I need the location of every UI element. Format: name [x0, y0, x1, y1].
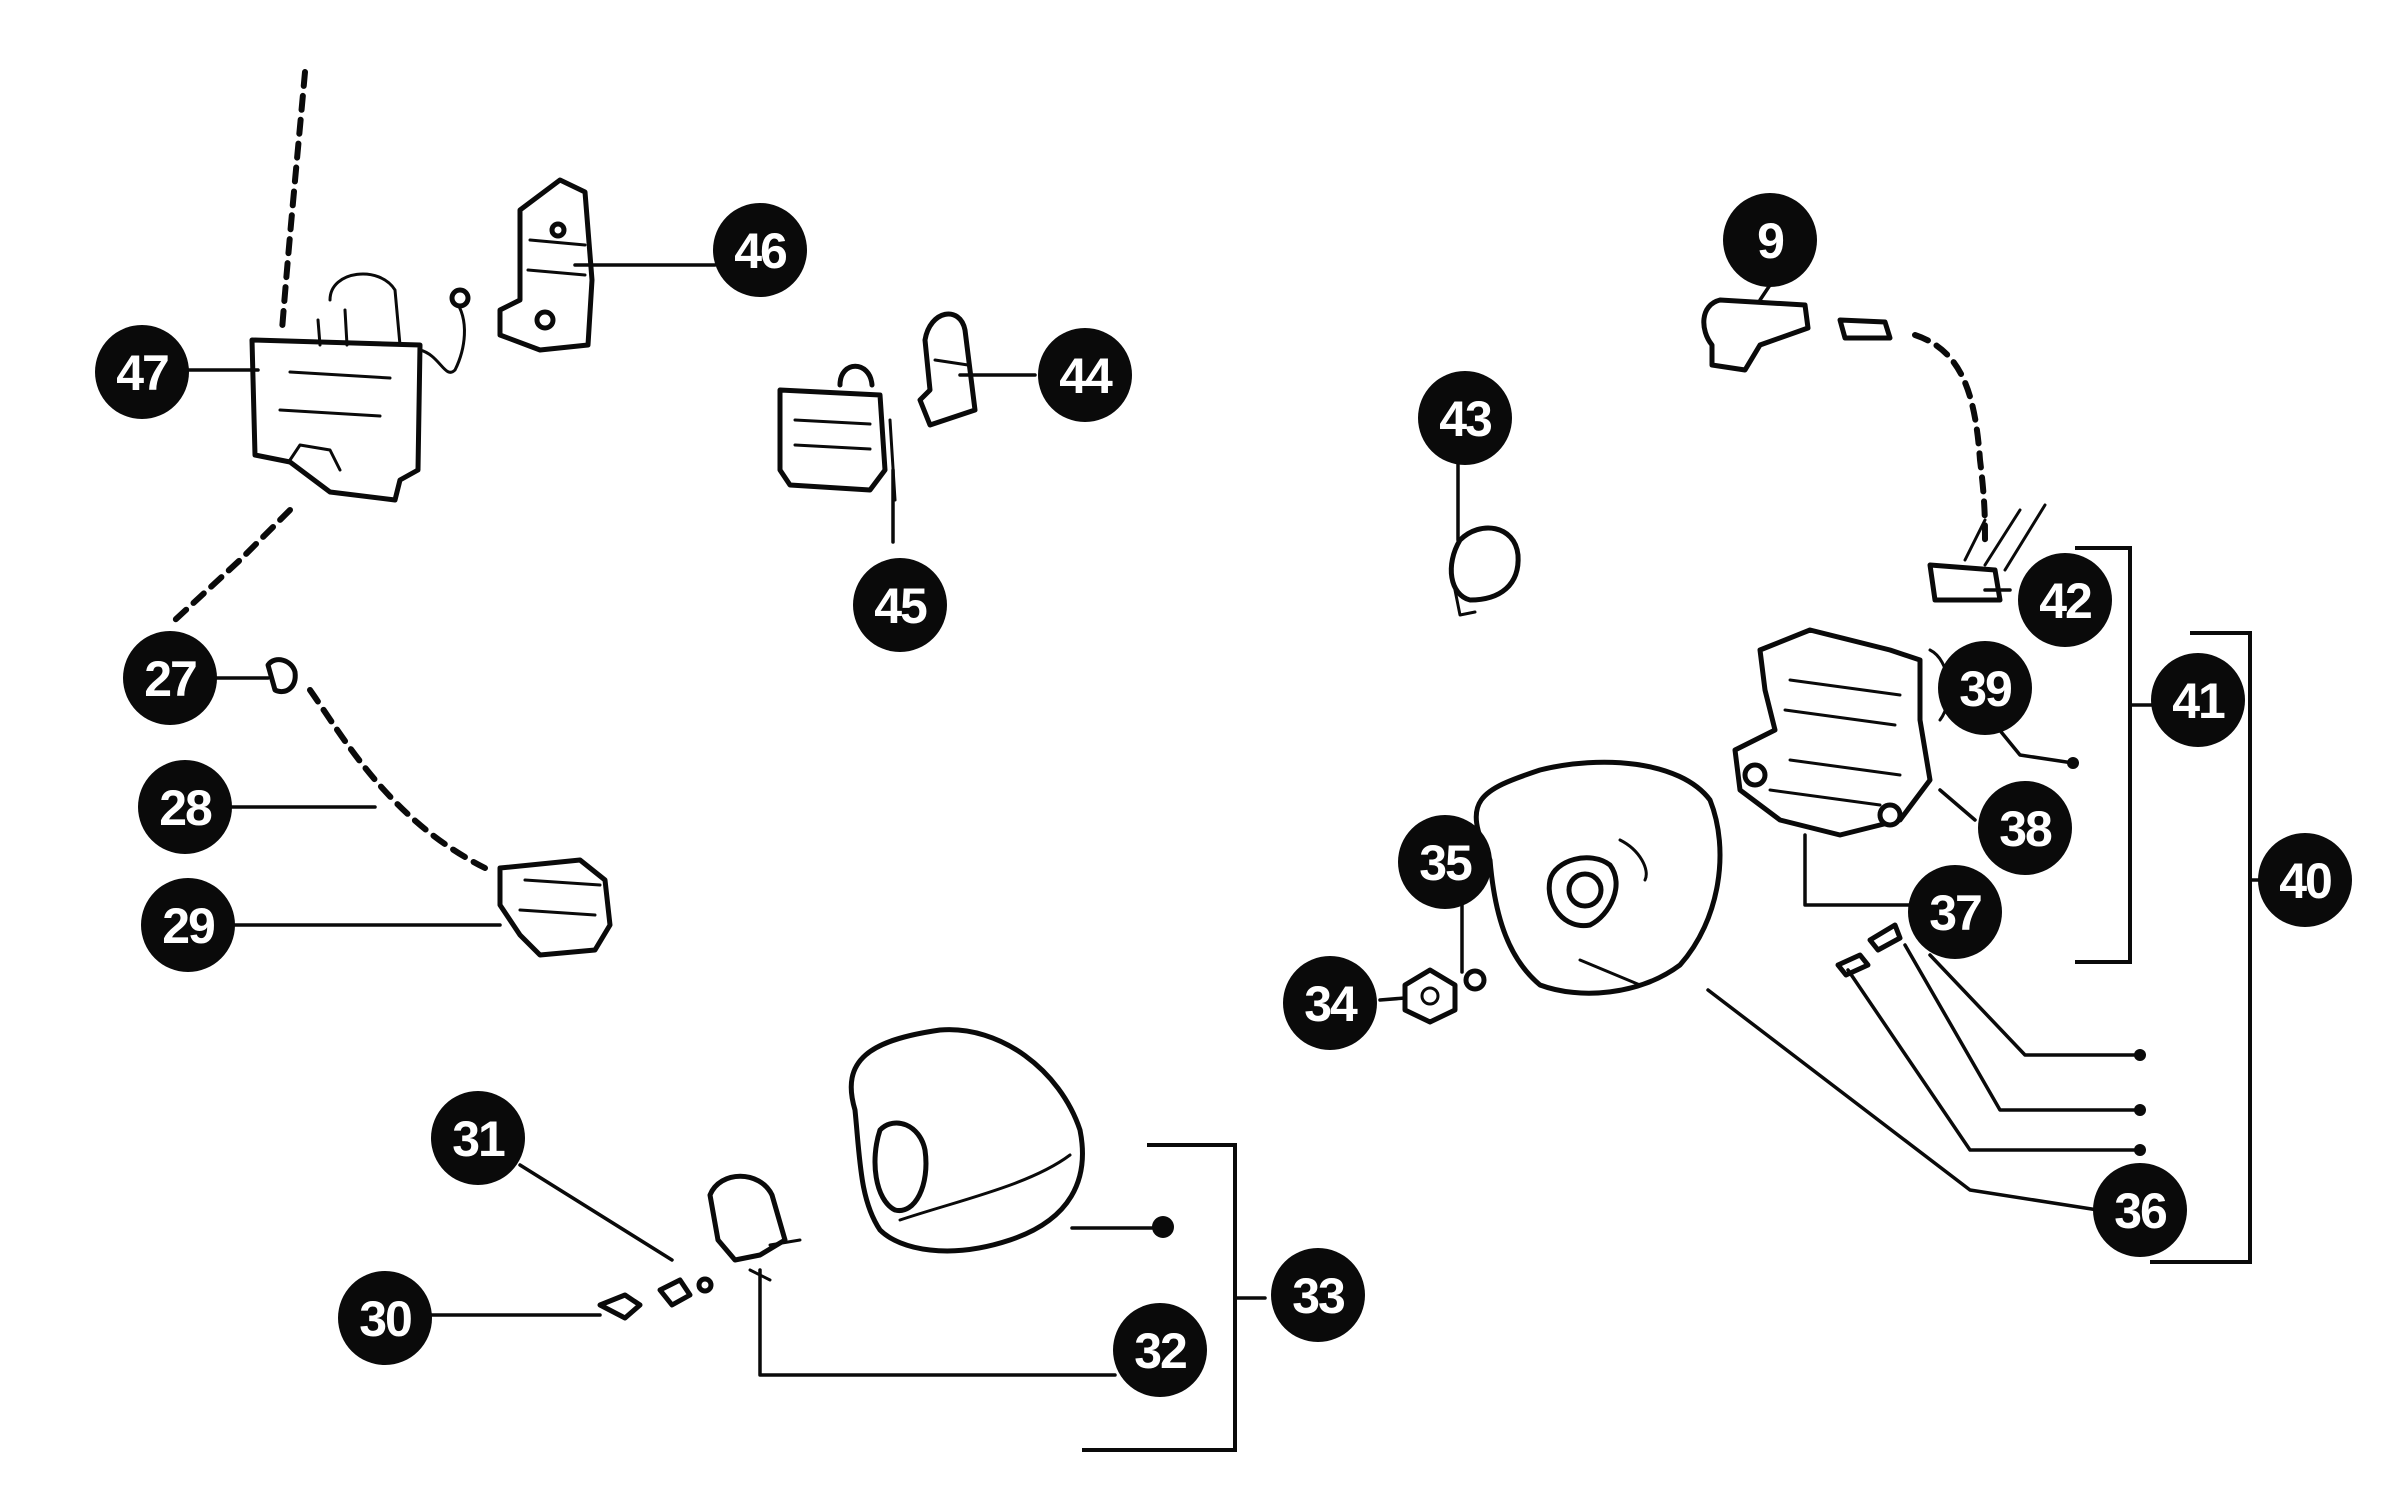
- callout-47: 47: [95, 325, 189, 419]
- switch-module: [777, 363, 897, 502]
- bracket-40: [2150, 631, 2252, 1264]
- callout-40: 40: [2258, 833, 2352, 927]
- svg-text:39: 39: [1959, 661, 2011, 717]
- callout-35: 35: [1398, 815, 1492, 909]
- leader-lines: [178, 263, 2142, 1377]
- callout-44: 44: [1038, 328, 1132, 422]
- svg-text:43: 43: [1439, 391, 1491, 447]
- svg-text:45: 45: [874, 578, 927, 634]
- callout-46: 46: [713, 203, 807, 297]
- svg-text:42: 42: [2039, 573, 2091, 629]
- callout-34: 34: [1283, 956, 1377, 1050]
- svg-text:30: 30: [359, 1291, 411, 1347]
- svg-text:28: 28: [159, 780, 212, 836]
- callout-32: 32: [1113, 1303, 1207, 1397]
- bracket-41: [2075, 546, 2132, 964]
- callout-37: 37: [1908, 865, 2002, 959]
- svg-text:32: 32: [1134, 1323, 1186, 1379]
- svg-text:46: 46: [734, 223, 786, 279]
- svg-text:40: 40: [2279, 853, 2331, 909]
- callout-27: 27: [123, 631, 217, 725]
- callout-41: 41: [2151, 653, 2245, 747]
- ignition-armature: [1732, 503, 2047, 838]
- svg-text:35: 35: [1419, 835, 1472, 891]
- callout-45: 45: [853, 558, 947, 652]
- svg-text:9: 9: [1757, 213, 1783, 269]
- svg-text:36: 36: [2114, 1183, 2166, 1239]
- callout-33: 33: [1271, 1248, 1365, 1342]
- svg-text:44: 44: [1059, 348, 1113, 404]
- svg-text:37: 37: [1929, 885, 1981, 941]
- wire-clip: [1448, 525, 1521, 617]
- svg-text:38: 38: [1999, 801, 2052, 857]
- sensor-lead: [265, 657, 613, 958]
- callout-43: 43: [1418, 371, 1512, 465]
- svg-text:47: 47: [116, 345, 168, 401]
- svg-text:34: 34: [1304, 976, 1358, 1032]
- coil-bracket: [497, 177, 595, 353]
- callout-31: 31: [431, 1091, 525, 1185]
- callout-36: 36: [2093, 1163, 2187, 1257]
- group-brackets: [1082, 546, 2267, 1452]
- svg-text:41: 41: [2172, 673, 2225, 729]
- flywheel: [1473, 759, 1723, 996]
- svg-text:33: 33: [1292, 1268, 1344, 1324]
- svg-text:29: 29: [162, 898, 214, 954]
- bracket-33: [1082, 1143, 1237, 1452]
- pawl-bracket: [597, 1173, 802, 1321]
- ignition-coil-module: [172, 69, 471, 623]
- washer: [1463, 968, 1487, 992]
- switch-bracket: [917, 311, 978, 428]
- callout-39: 39: [1938, 641, 2032, 735]
- svg-text:27: 27: [144, 651, 196, 707]
- callout-42: 42: [2018, 553, 2112, 647]
- callout-30: 30: [338, 1271, 432, 1365]
- svg-text:31: 31: [452, 1111, 505, 1167]
- spark-plug-boot: [1701, 297, 1988, 543]
- callout-38: 38: [1978, 781, 2072, 875]
- callout-29: 29: [141, 878, 235, 972]
- callout-28: 28: [138, 760, 232, 854]
- flywheel-nut: [1402, 967, 1458, 1025]
- callout-9: 9: [1723, 193, 1817, 287]
- starter-drum: [848, 1027, 1174, 1254]
